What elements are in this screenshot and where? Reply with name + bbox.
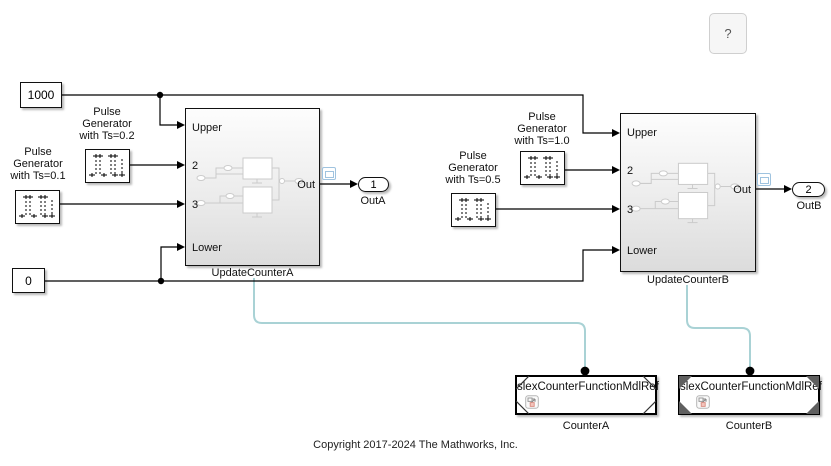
block-name-updatecounterb: UpdateCounterB — [647, 274, 729, 286]
subsystem-updatecountera[interactable]: Upper 2 3 Lower Out — [185, 108, 320, 266]
block-name-counterb: CounterB — [725, 420, 773, 432]
corner-notch-icon — [806, 401, 819, 414]
port-label-lower: Lower — [627, 245, 657, 257]
branch-dot — [156, 91, 164, 99]
block-name-countera: CounterA — [562, 420, 610, 432]
function-call-wire-counter-b[interactable] — [686, 285, 751, 368]
pulse-generator-block-ts10[interactable] — [520, 151, 565, 185]
port-label-upper: Upper — [627, 127, 657, 139]
help-button[interactable]: ? — [709, 13, 747, 54]
model-reference-badge-icon[interactable] — [525, 395, 539, 409]
corner-notch-icon — [642, 376, 656, 390]
model-reference-title: slexCounterFunctionMdlRef — [517, 381, 659, 393]
constant-block-1000[interactable]: 1000 — [20, 82, 62, 108]
corner-notch-icon — [679, 401, 692, 414]
pulse-generator-label: Pulse Generator with Ts=1.0 — [514, 111, 570, 147]
pulse-waveform-icon — [89, 154, 125, 177]
subsystem-contents-preview — [631, 162, 740, 224]
port-label-out: Out — [297, 179, 315, 191]
outport-number: 2 — [805, 183, 812, 196]
port-label-2: 2 — [192, 160, 199, 172]
corner-notch-icon — [516, 376, 530, 390]
port-label-upper: Upper — [192, 122, 222, 134]
arrowhead — [784, 185, 792, 193]
constant-value: 0 — [25, 273, 32, 288]
arrowhead — [612, 166, 620, 174]
pulse-waveform-icon — [524, 156, 560, 179]
pulse-generator-label: Pulse Generator with Ts=0.1 — [10, 146, 66, 182]
arrowhead — [612, 129, 620, 137]
subsystem-contents-preview — [196, 157, 304, 218]
branch-dot — [157, 277, 165, 285]
signal-viewer-badge[interactable] — [322, 167, 336, 180]
port-label-3: 3 — [627, 204, 634, 216]
port-label-3: 3 — [192, 199, 199, 211]
function-call-terminal-dot — [745, 366, 755, 376]
signal-viewer-badge[interactable] — [757, 173, 771, 186]
arrowhead — [177, 121, 185, 129]
copyright-annotation: Copyright 2017-2024 The Mathworks, Inc. — [313, 439, 518, 451]
pulse-waveform-icon — [19, 195, 55, 218]
function-call-wire-counter-a[interactable] — [253, 278, 586, 368]
pulse-generator-label: Pulse Generator with Ts=0.2 — [79, 106, 135, 142]
corner-notch-icon — [679, 376, 692, 389]
model-reference-counterb[interactable]: slexCounterFunctionMdlRef — [678, 375, 822, 415]
arrowhead — [612, 246, 620, 254]
subsystem-updatecounterb[interactable]: Upper 2 3 Lower Out — [620, 113, 756, 272]
port-label-out: Out — [733, 184, 751, 196]
outport-number: 1 — [370, 178, 377, 191]
pulse-generator-block-ts05[interactable] — [451, 193, 496, 227]
block-name-updatecountera: UpdateCounterA — [211, 267, 294, 279]
outport-name-outb: OutB — [796, 200, 822, 212]
port-label-2: 2 — [627, 165, 634, 177]
viewer-badge-icon — [759, 176, 769, 184]
constant-value: 1000 — [27, 88, 55, 102]
arrowhead — [177, 200, 185, 208]
help-button-label: ? — [724, 26, 732, 41]
pulse-generator-block-ts02[interactable] — [85, 149, 130, 183]
arrowhead — [177, 243, 185, 251]
corner-notch-icon — [516, 400, 530, 414]
wire-const0-branch-a[interactable] — [160, 246, 177, 281]
constant-block-0[interactable]: 0 — [12, 268, 45, 293]
outport-block-outa[interactable]: 1 — [358, 177, 389, 192]
arrowhead — [612, 205, 620, 213]
model-reference-badge-icon[interactable] — [696, 395, 710, 409]
corner-notch-icon — [642, 400, 656, 414]
model-reference-countera[interactable]: slexCounterFunctionMdlRef — [515, 375, 659, 415]
pulse-generator-label: Pulse Generator with Ts=0.5 — [445, 150, 501, 186]
arrowhead — [177, 161, 185, 169]
wire-const1000-to-upper[interactable] — [62, 94, 612, 134]
wire-const0-to-lower[interactable] — [45, 249, 612, 282]
pulse-generator-block-ts01[interactable] — [15, 190, 60, 224]
viewer-badge-icon — [324, 170, 334, 178]
corner-notch-icon — [806, 376, 819, 389]
arrowhead — [350, 180, 358, 188]
outport-name-outa: OutA — [360, 195, 386, 207]
outport-block-outb[interactable]: 2 — [792, 182, 825, 197]
function-call-terminal-dot — [580, 366, 590, 376]
wire-const1000-branch-a[interactable] — [159, 95, 177, 126]
port-label-lower: Lower — [192, 242, 222, 254]
pulse-waveform-icon — [455, 198, 491, 221]
model-reference-title: slexCounterFunctionMdlRef — [680, 381, 822, 393]
